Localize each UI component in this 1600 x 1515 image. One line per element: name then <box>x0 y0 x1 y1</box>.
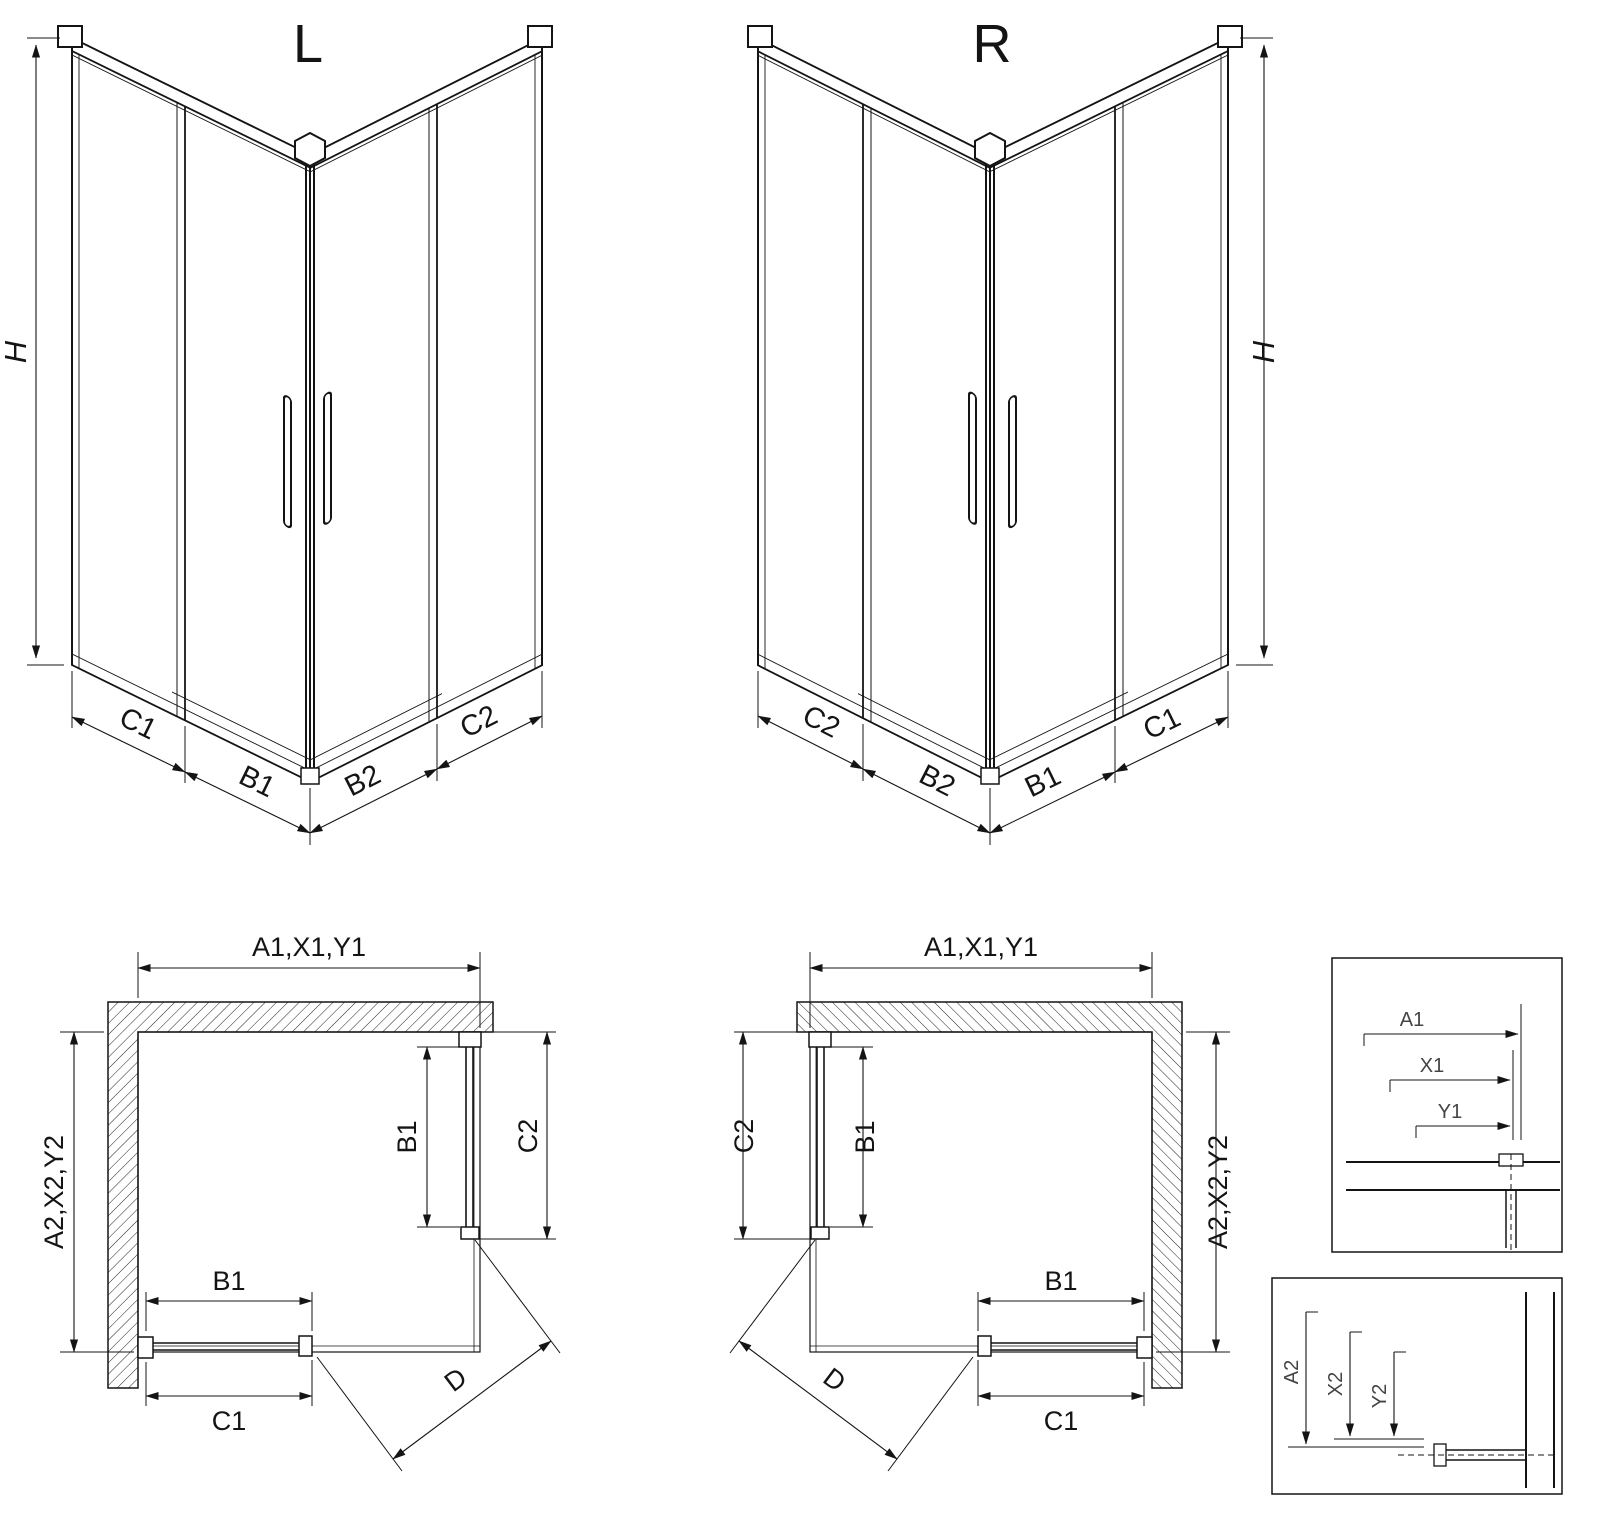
plan-right-bottom-door-label: B1 <box>1044 1266 1077 1296</box>
plan-left-width-label: A1,X1,Y1 <box>252 932 366 962</box>
dim-label-b2-left: B2 <box>340 759 386 804</box>
variant-title-right: R <box>973 14 1012 74</box>
dim-label-b1-left: B1 <box>234 760 280 804</box>
plan-left-bottom-panel-label: C1 <box>212 1406 247 1436</box>
plan-right-side-door-label: B1 <box>850 1120 880 1153</box>
dim-label-b1-right: B1 <box>1020 760 1066 804</box>
dim-label-b2-right: B2 <box>914 759 960 804</box>
dim-label-c1-left: C1 <box>114 701 161 746</box>
plan-view-left: A1,X1,Y1 A2,X2,Y2 B1 C2 B1 C1 D <box>39 932 560 1471</box>
detail-y1-label: Y1 <box>1438 1101 1462 1123</box>
iso-view-left: L H C1 B1 B2 C2 <box>0 14 552 845</box>
plan-right-width-label: A1,X1,Y1 <box>924 932 1038 962</box>
plan-left-side-panel-label: C2 <box>513 1119 543 1154</box>
plan-left-bottom-door-label: B1 <box>212 1266 245 1296</box>
iso-view-right: R H C2 B2 B1 C1 <box>748 14 1281 845</box>
plan-left-diagonal-label: D <box>439 1362 473 1398</box>
plan-right-graphic <box>730 952 1230 1471</box>
plan-right-depth-label: A2,X2,Y2 <box>1203 1135 1233 1249</box>
detail-a2-label: A2 <box>1281 1360 1303 1384</box>
detail-x1-label: X1 <box>1420 1055 1444 1077</box>
detail-box-depth: A2 X2 Y2 <box>1271 1277 1563 1495</box>
detail-y2-label: Y2 <box>1369 1384 1391 1408</box>
detail-x2-label: X2 <box>1325 1372 1347 1396</box>
dim-label-height-left: H <box>0 340 33 363</box>
plan-view-right: A1,X1,Y1 A2,X2,Y2 B1 C2 B1 C1 D <box>729 932 1233 1471</box>
detail-box-depth-frame <box>1271 1277 1563 1495</box>
plan-left-side-door-label: B1 <box>392 1120 422 1153</box>
plan-left-depth-label: A2,X2,Y2 <box>39 1135 69 1249</box>
dim-label-c1-right: C1 <box>1138 701 1185 746</box>
plan-right-bottom-panel-label: C1 <box>1044 1406 1079 1436</box>
detail-box-width-frame <box>1331 957 1563 1253</box>
detail-a1-label: A1 <box>1400 1009 1424 1031</box>
plan-right-diagonal-label: D <box>818 1362 852 1398</box>
dim-label-height-right: H <box>1246 340 1281 363</box>
plan-right-side-panel-label: C2 <box>729 1119 759 1154</box>
plan-left-graphic <box>60 952 560 1471</box>
variant-title-left: L <box>293 14 323 74</box>
detail-box-width: A1 X1 Y1 <box>1331 957 1563 1253</box>
